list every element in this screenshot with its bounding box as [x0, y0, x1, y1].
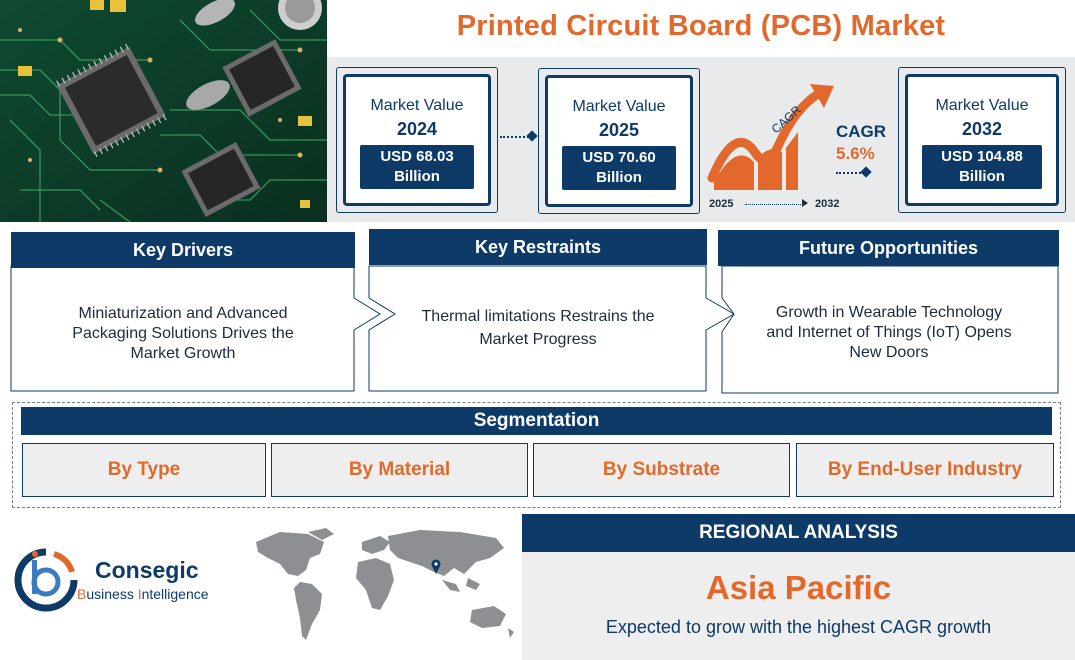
- segment-by-material: By Material: [271, 443, 528, 497]
- cagr-title: CAGR: [836, 122, 887, 141]
- future-opportunities-line: and Internet of Things (IoT) Opens: [766, 324, 1012, 341]
- regional-analysis-header: REGIONAL ANALYSIS: [522, 514, 1075, 552]
- market-value-label: Market Value: [370, 97, 464, 114]
- segment-by-substrate: By Substrate: [533, 443, 790, 497]
- market-value-card-2024: Market Value 2024 USD 68.03 Billion: [336, 67, 498, 213]
- cagr-start-year: 2025: [709, 198, 734, 210]
- future-opportunities-line: Growth in Wearable Technology: [775, 304, 1003, 321]
- key-drivers-line: Packaging Solutions Drives the: [72, 325, 294, 342]
- key-drivers-header: Key Drivers: [11, 232, 355, 268]
- key-restraints-line: Thermal limitations Restrains the: [421, 308, 655, 325]
- key-drivers-line: Miniaturization and Advanced: [78, 305, 288, 322]
- future-opportunities-header: Future Opportunities: [718, 230, 1059, 266]
- logo-tagline-initial: B: [77, 586, 87, 602]
- consegic-logo-icon: [14, 548, 78, 612]
- market-value-amount-line1: USD 104.88: [941, 148, 1023, 165]
- market-value-year: 2024: [396, 119, 438, 139]
- logo-name: Consegic: [95, 557, 199, 583]
- segment-by-end-user-industry: By End-User Industry: [796, 443, 1054, 497]
- key-drivers-line: Market Growth: [130, 345, 236, 362]
- page-title: Printed Circuit Board (PCB) Market: [456, 10, 946, 42]
- cagr-timeline-line: [745, 204, 805, 205]
- pcb-image: [0, 0, 327, 222]
- market-value-amount-line1: USD 68.03: [380, 148, 454, 165]
- key-restraints-line: Market Progress: [479, 331, 597, 348]
- market-value-card-inner: Market Value 2024 USD 68.03 Billion: [343, 74, 491, 206]
- world-map-image: [256, 528, 514, 640]
- cagr-timeline-arrow-icon: [802, 199, 808, 207]
- key-sections-frame: [10, 265, 1059, 394]
- logo-tagline-part: ntelligence: [141, 586, 209, 602]
- market-value-amount: USD 68.03 Billion: [360, 145, 474, 189]
- market-value-label: Market Value: [935, 97, 1029, 114]
- market-value-amount: USD 70.60 Billion: [562, 146, 676, 190]
- market-value-amount-line2: Billion: [394, 168, 440, 185]
- cagr-end-year: 2032: [815, 198, 840, 210]
- market-value-label: Market Value: [572, 98, 666, 115]
- segment-by-type: By Type: [22, 443, 266, 497]
- key-restraints-header: Key Restraints: [369, 229, 707, 265]
- logo-tagline-initial: I: [137, 586, 142, 602]
- future-opportunities-line: New Doors: [849, 344, 929, 361]
- market-value-amount: USD 104.88 Billion: [922, 145, 1042, 189]
- segmentation-frame: [12, 402, 1061, 508]
- logo-tagline: Business Intelligence: [77, 586, 209, 602]
- market-value-amount-line2: Billion: [596, 169, 642, 186]
- market-value-card-inner: Market Value 2032 USD 104.88 Billion: [905, 74, 1059, 206]
- regional-analysis-description: Expected to grow with the highest CAGR g…: [605, 617, 992, 637]
- logo-tagline-part: usiness: [86, 586, 138, 602]
- pcb-illustration: [0, 0, 327, 222]
- market-value-year: 2032: [961, 119, 1003, 139]
- market-value-year: 2025: [598, 120, 640, 140]
- cagr-connector-dotted-line: [836, 172, 864, 174]
- regional-analysis-region: Asia Pacific: [705, 569, 892, 606]
- future-opportunities-text: Growth in Wearable Technology and Intern…: [730, 303, 1048, 363]
- market-value-amount-line2: Billion: [959, 168, 1005, 185]
- market-value-card-2032: Market Value 2032 USD 104.88 Billion: [898, 67, 1066, 213]
- segmentation-header: Segmentation: [21, 407, 1052, 435]
- market-value-amount-line1: USD 70.60: [582, 149, 656, 166]
- key-restraints-text: Thermal limitations Restrains the Market…: [382, 305, 694, 351]
- cagr-value: 5.6%: [836, 144, 875, 163]
- key-drivers-text: Miniaturization and Advanced Packaging S…: [11, 304, 355, 364]
- market-value-card-inner: Market Value 2025 USD 70.60 Billion: [545, 75, 693, 207]
- cagr-growth-arrow-icon: CAGR: [707, 84, 834, 190]
- market-value-card-2025: Market Value 2025 USD 70.60 Billion: [538, 68, 700, 214]
- connector-dotted-line: [500, 136, 532, 138]
